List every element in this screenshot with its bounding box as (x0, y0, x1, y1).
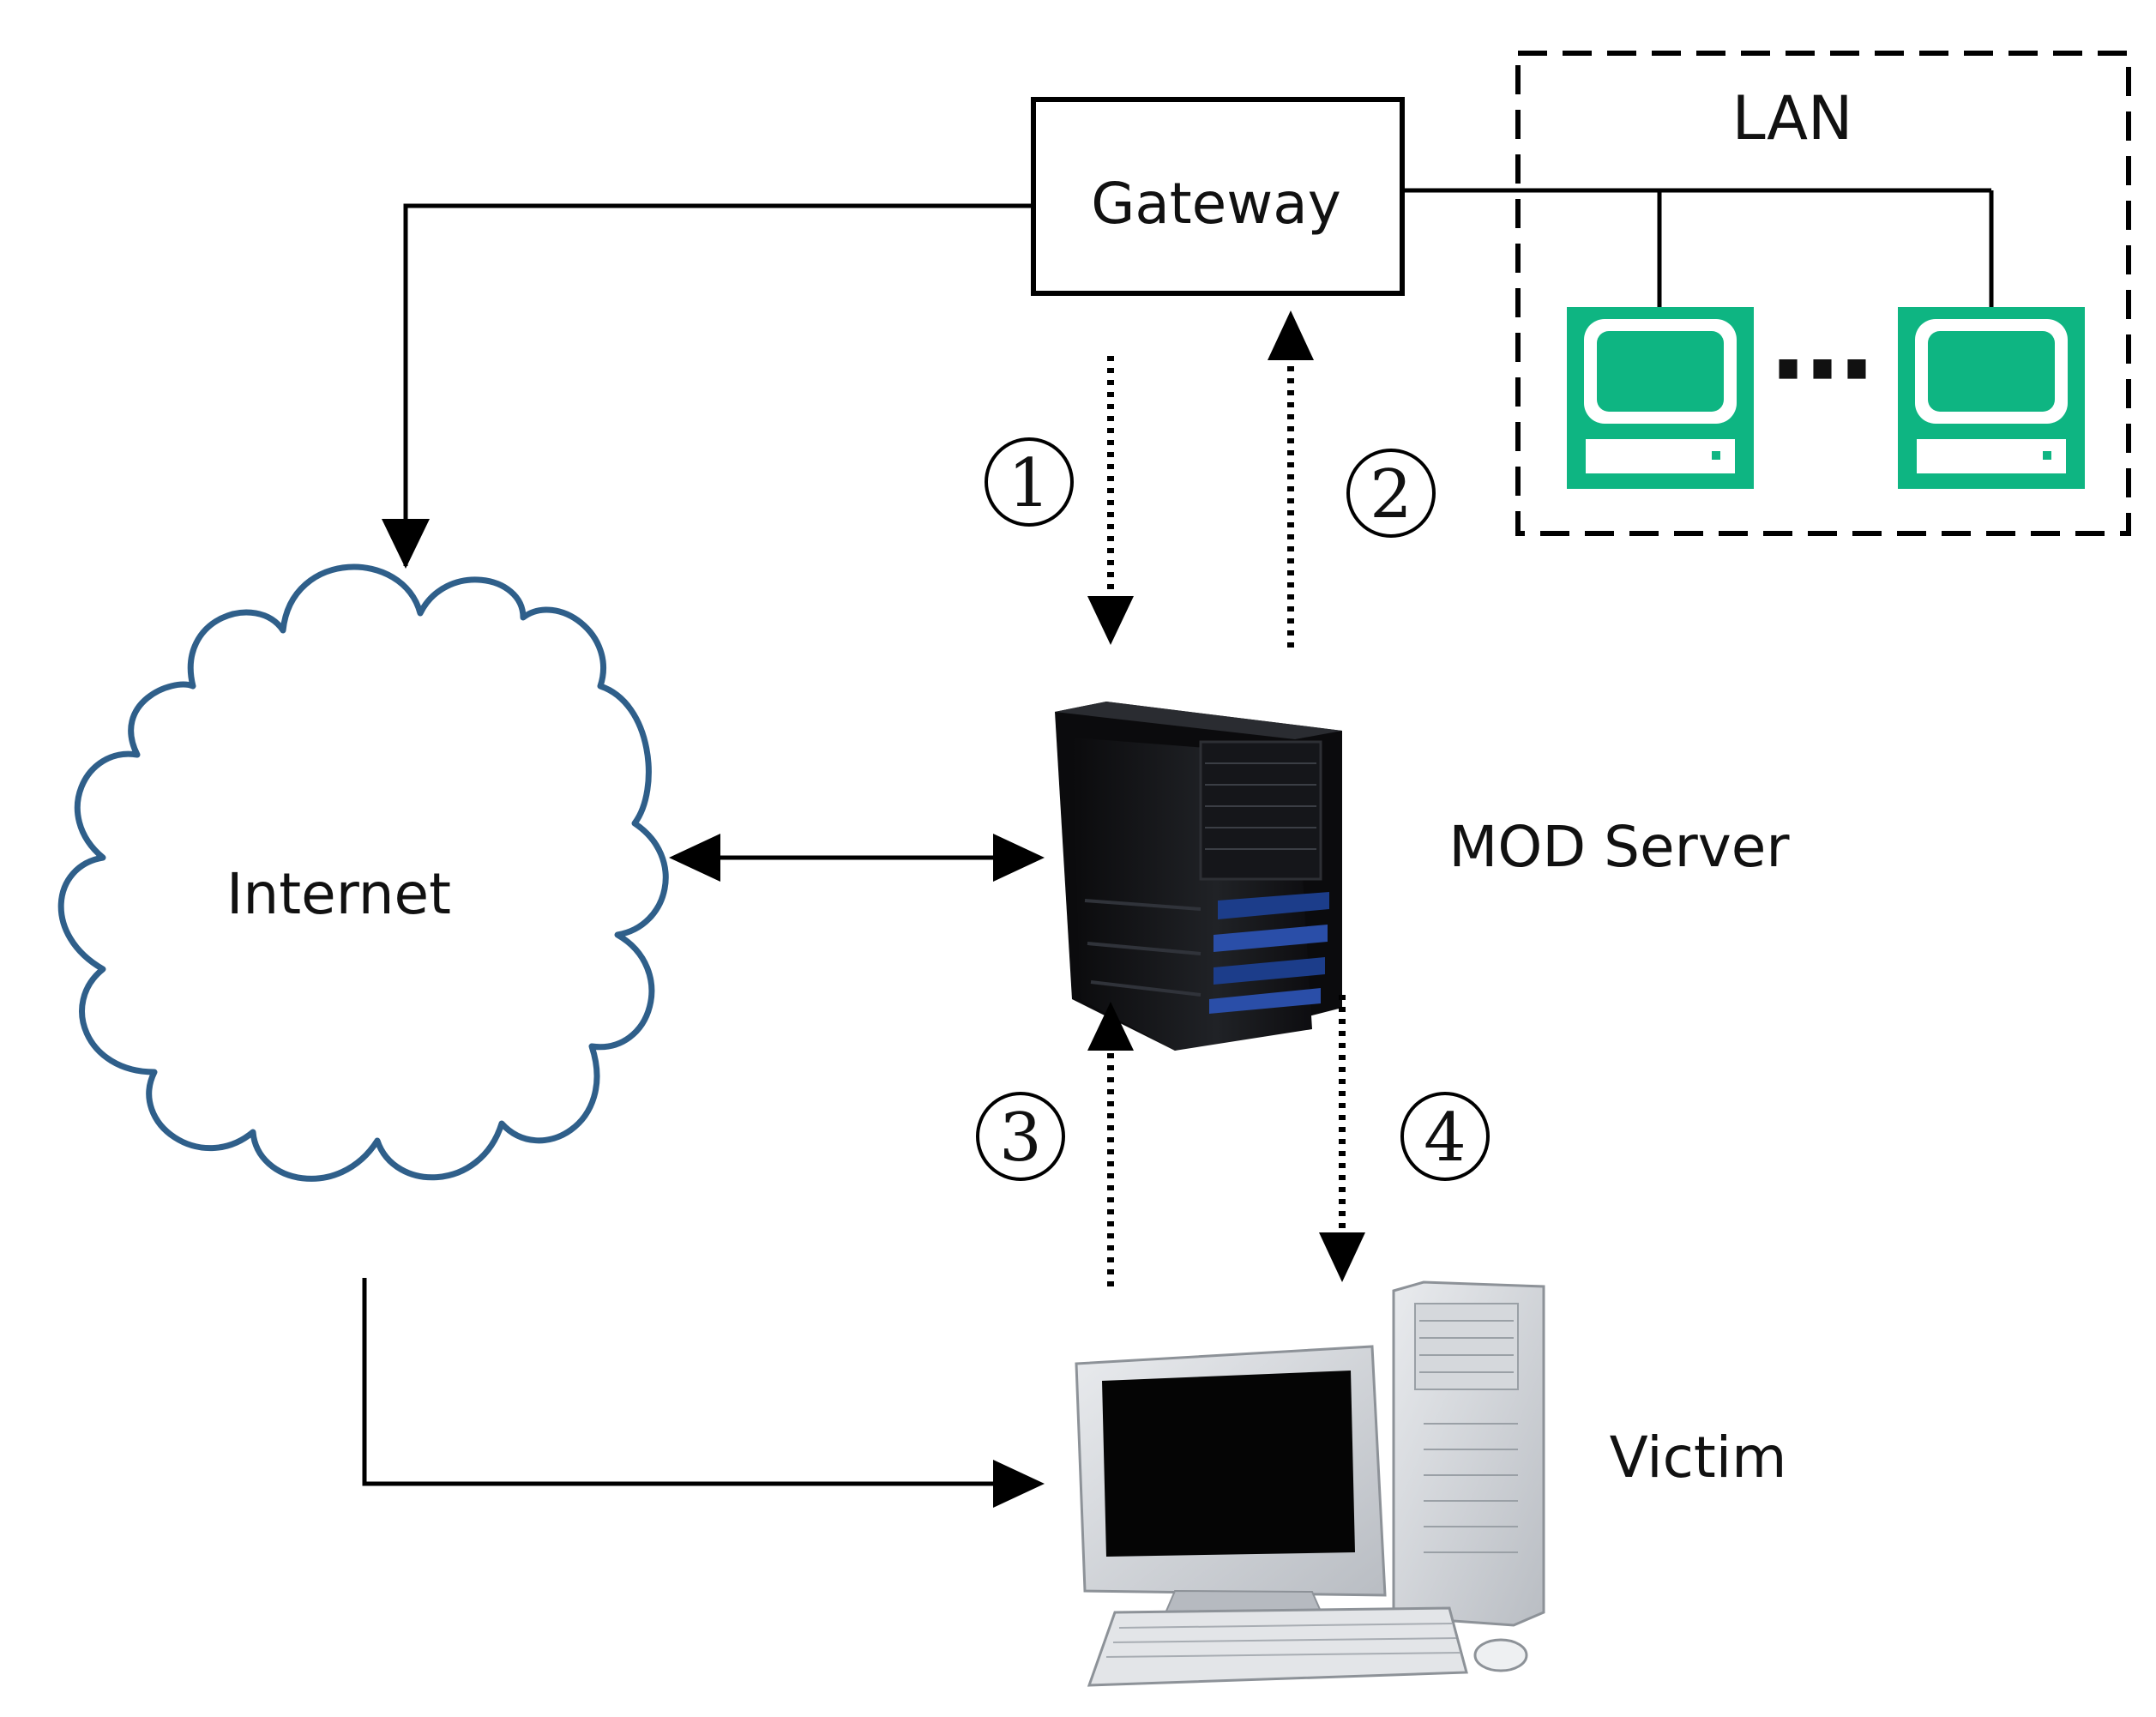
internet-server-link (669, 834, 1045, 882)
internet-to-victim-arrow (362, 1278, 1045, 1508)
step-4-badge: 4 (1400, 1092, 1490, 1181)
cloud-icon (57, 563, 669, 1182)
tower-server-icon (1055, 702, 1342, 1051)
internet-cloud: Internet (57, 563, 669, 1182)
gateway-label: Gateway (1091, 171, 1341, 237)
lan-label: LAN (1732, 83, 1853, 154)
gateway-to-internet-arrow (403, 203, 1033, 567)
lan-bus (1402, 188, 1994, 309)
lan-ellipsis: ⋯ (1771, 310, 1874, 430)
step-2-arrow (1268, 310, 1314, 648)
victim-computer (1075, 1280, 1545, 1687)
desktop-pc-icon (1075, 1280, 1545, 1687)
lan-computer-2 (1898, 307, 2085, 489)
desktop-computer-icon (1567, 307, 1754, 489)
mod-server (1055, 702, 1342, 1051)
step-3-badge: 3 (976, 1092, 1065, 1181)
mod-server-label: MOD Server (1448, 814, 1790, 880)
lan-boundary (1515, 51, 2131, 536)
step-3-arrow (1087, 1002, 1134, 1286)
desktop-computer-icon (1898, 307, 2085, 489)
lan-computer-1 (1567, 307, 1754, 489)
step-3-number: 3 (999, 1099, 1042, 1177)
step-1-badge: 1 (985, 437, 1074, 527)
step-4-number: 4 (1424, 1099, 1466, 1177)
victim-label: Victim (1610, 1425, 1787, 1491)
internet-label: Internet (226, 861, 451, 927)
step-1-number: 1 (1008, 445, 1051, 522)
gateway-box (1031, 97, 1405, 296)
step-1-arrow (1087, 356, 1134, 645)
step-2-badge: 2 (1346, 449, 1436, 538)
step-4-arrow (1319, 995, 1365, 1282)
gateway-to-internet-arrowhead (382, 519, 430, 569)
step-2-number: 2 (1370, 456, 1412, 533)
